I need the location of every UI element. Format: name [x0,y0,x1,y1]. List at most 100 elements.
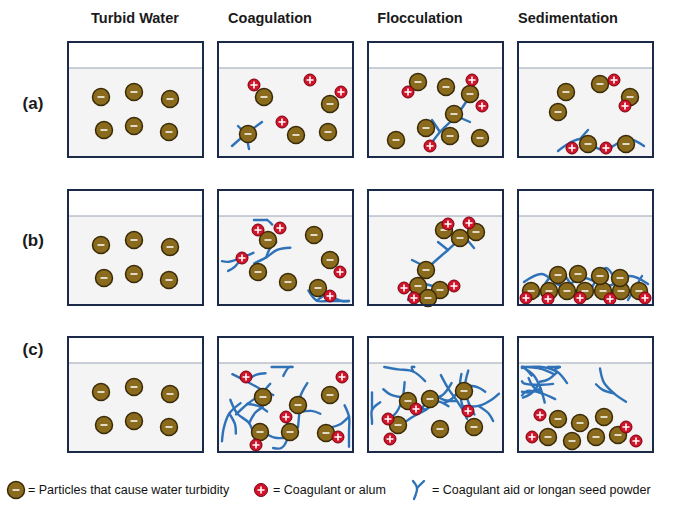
coagulant-aid-fiber [529,378,542,393]
minus-sign [315,287,322,289]
particle-body [422,391,439,408]
beaker-outline [518,190,653,305]
water-surface [518,362,653,363]
water-surface [518,67,653,68]
coagulant-body [252,224,264,236]
coagulant-body [600,142,612,154]
turbidity-particle [280,274,297,291]
minus-sign [627,96,634,98]
coagulant-ion [240,371,252,383]
turbidity-particle [446,106,463,123]
turbidity-particle [96,122,113,139]
minus-sign [166,131,173,133]
coagulant-aid-fiber [438,242,448,250]
minus-sign [615,434,622,436]
turbidity-particle [388,132,405,149]
coagulant-aid-fiber [272,366,290,368]
plus-sign [469,77,476,84]
turbidity-particle [322,387,339,404]
particle-body [320,124,337,141]
coagulant-aid-fiber [254,219,267,221]
plus-sign [401,285,408,292]
particle-body [162,239,179,256]
plus-sign [253,442,260,449]
turbidity-particle [322,96,339,113]
turbidity-particle [570,266,587,283]
turbidity-particle [96,270,113,287]
plus-sign [335,434,342,441]
minus-sign [437,289,444,291]
coagulant-body [410,403,422,415]
plus-sign [405,89,412,96]
plus-sign [529,434,536,441]
particle-body [126,266,143,283]
coagulant-ion [408,292,420,304]
coagulant-ion [398,282,410,294]
coagulant-ion [608,74,620,86]
particle-body [452,230,469,247]
minus-sign [131,239,138,241]
particle-body [96,417,113,434]
turbidity-particle [452,230,469,247]
water-surface [368,67,503,68]
turbidity-particle [162,239,179,256]
air-gap [368,42,503,68]
coagulant-body [619,100,631,112]
coagulant-body [324,290,336,302]
coagulant-body [304,74,316,86]
turbidity-particle [252,424,269,441]
turbidity-particle [290,397,307,414]
minus-sign [255,271,262,273]
minus-sign [325,131,332,133]
coagulant-aid-fiber [229,414,236,434]
particle-body [572,415,589,432]
plus-sign [479,103,486,110]
coagulant-body [240,371,252,383]
beaker-panel [218,42,353,157]
minus-sign [415,285,422,287]
turbidity-particle [559,283,576,300]
coagulant-ion [424,140,436,152]
beaker-outline [518,337,653,452]
coagulant-aid-fiber [342,300,349,302]
particle-body [288,127,305,144]
plus-sign [307,77,314,84]
coagulant-ion [248,79,260,91]
turbidity-particle [420,290,437,307]
turbidity-particle [96,417,113,434]
turbidity-particle [442,128,459,145]
coagulant-ion [402,86,414,98]
coagulant-ion [574,292,586,304]
legend [8,481,425,499]
particle-body [282,424,299,441]
coagulant-ion [520,292,532,304]
coagulant-ion [604,293,616,305]
turbidity-particle [161,419,178,436]
coagulant-ion [462,405,474,417]
plus-sign [451,283,458,290]
coagulant-body [408,292,420,304]
minus-sign [593,436,600,438]
coagulant-ion [336,371,348,383]
beaker-outline [218,190,353,305]
minus-sign [131,91,138,93]
minus-sign [395,424,402,426]
air-gap [218,42,353,68]
turbidity-particle [322,252,339,269]
coagulant-body [476,100,488,112]
coagulant-ion [476,100,488,112]
beaker-outline [68,190,203,305]
water-body [518,42,653,157]
particle-body [96,122,113,139]
water-body [68,42,203,157]
coagulant-body [335,86,347,98]
minus-sign [101,277,108,279]
particle-body [420,290,437,307]
turbidity-particle [572,415,589,432]
particle-body [256,89,273,106]
coagulant-aid-fiber [232,122,262,146]
coagulant-body [424,140,436,152]
coagulant-body [566,142,578,154]
coagulant-ion [534,409,546,421]
row-label: (c) [23,340,44,360]
